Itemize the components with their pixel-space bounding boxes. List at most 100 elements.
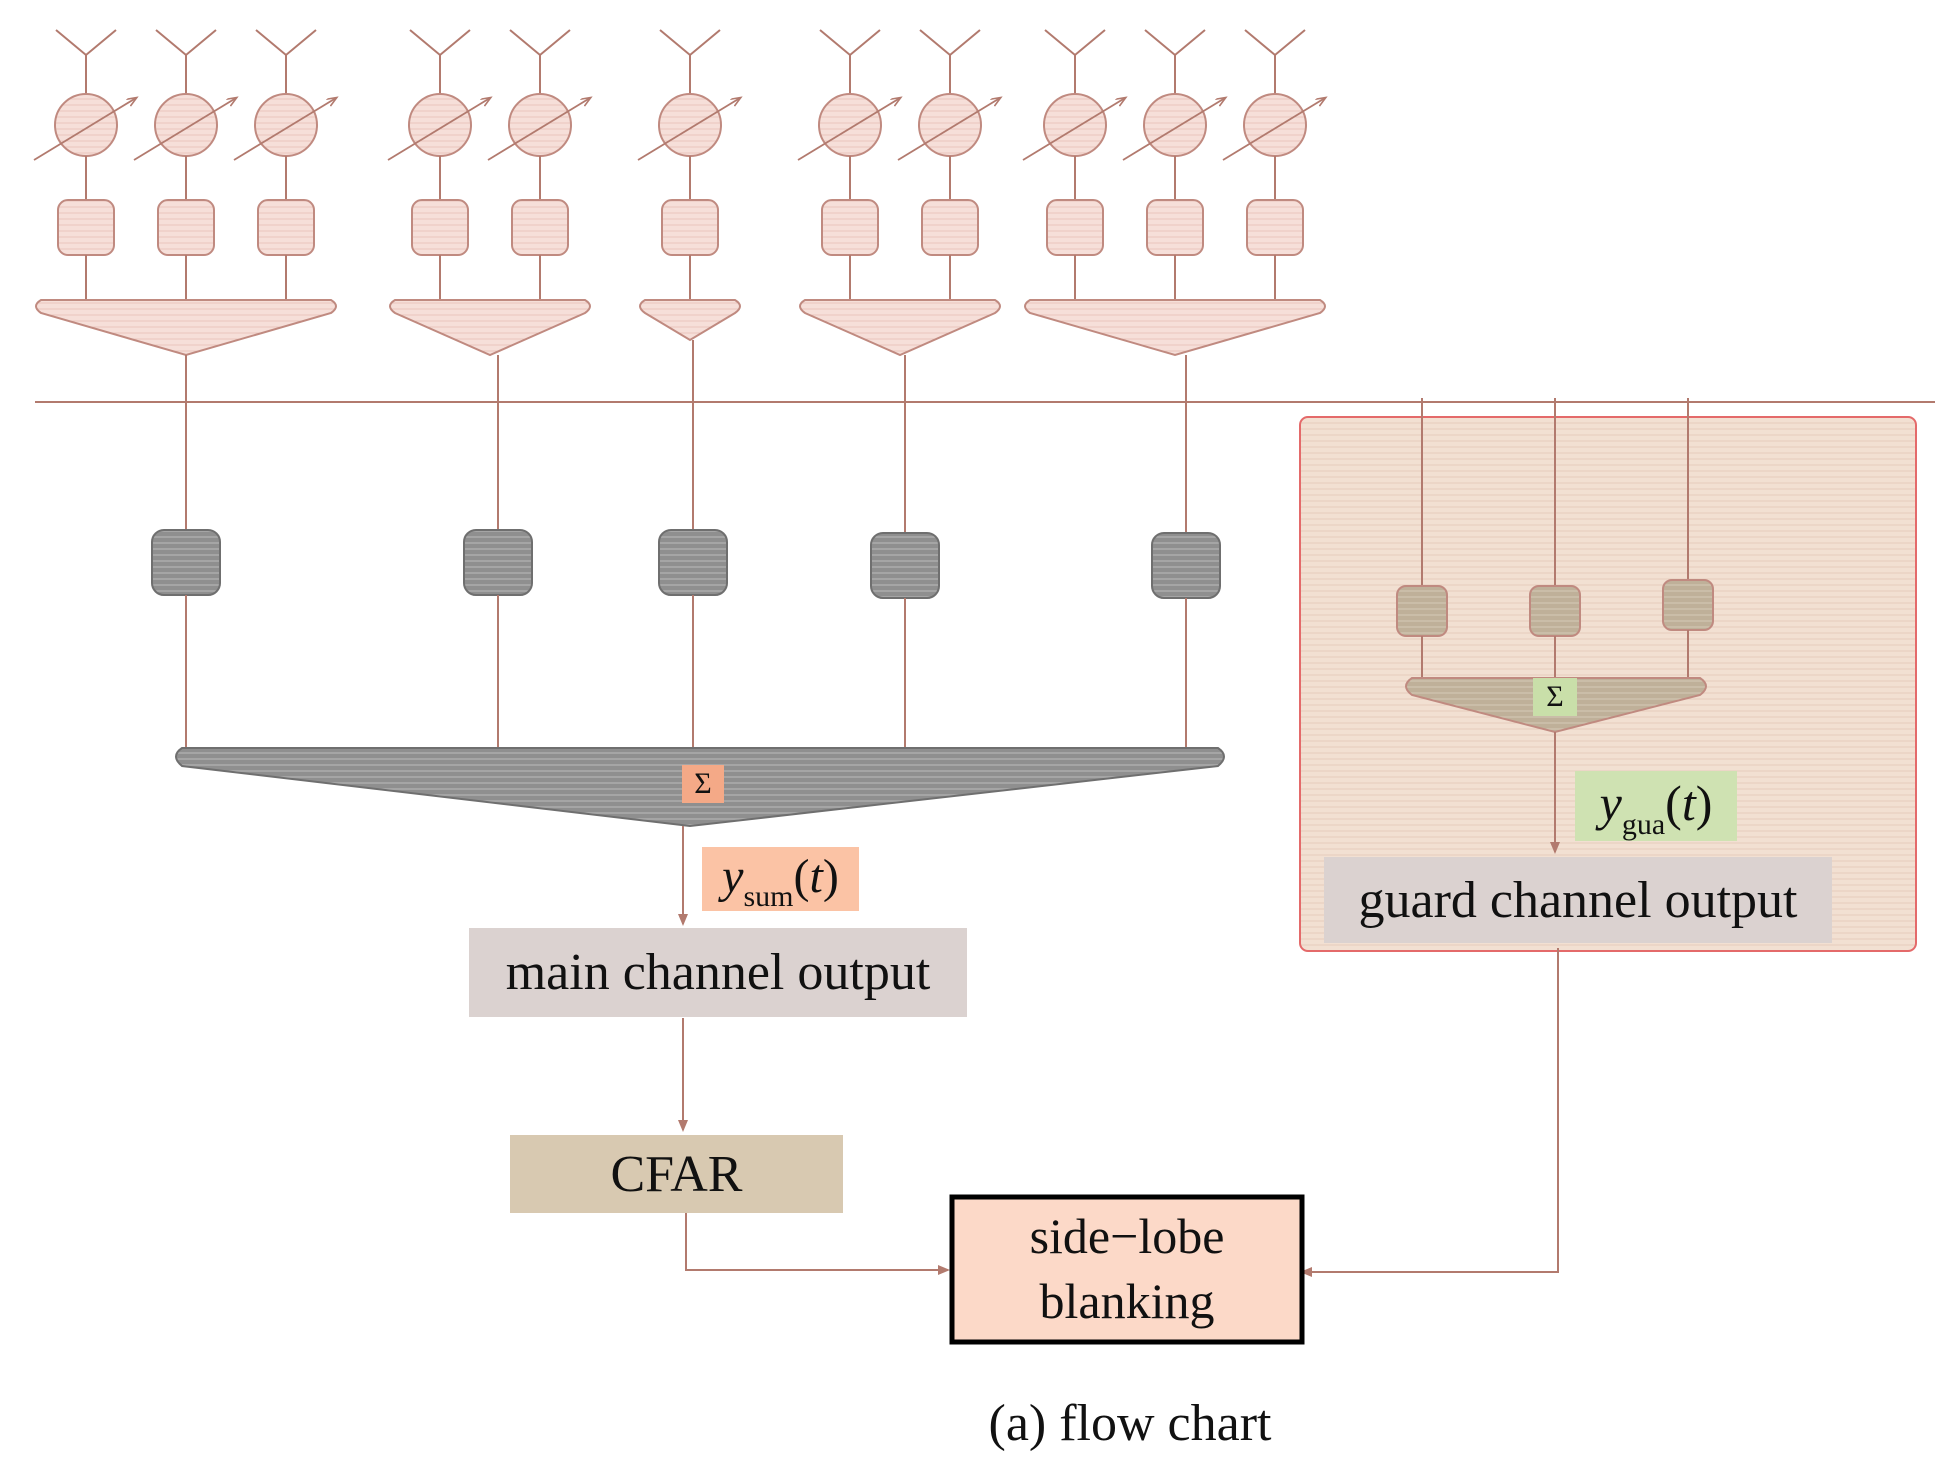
subarray-combiner [639, 299, 741, 342]
phase-shift-arrow [1022, 98, 1125, 161]
amplifier-box [921, 199, 979, 256]
amplifier-box [257, 199, 315, 256]
signal-subscript: sum [743, 880, 794, 913]
antenna-icon [1044, 29, 1106, 57]
antenna-icon [255, 29, 317, 57]
antenna-element [487, 29, 590, 300]
antenna-icon [155, 29, 217, 57]
guard-output-bg [1324, 857, 1832, 943]
cfar-box [510, 1135, 843, 1213]
guard-sigma-bg [1533, 678, 1577, 716]
phase-shift-arrow [1222, 98, 1325, 161]
antenna-element [233, 29, 336, 300]
phase-shifter-icon [818, 93, 882, 157]
guard-weight-box [1396, 585, 1448, 637]
subarray-weight-box [658, 529, 728, 596]
phase-shifter-icon [1143, 93, 1207, 157]
main-channel-output-label: main channel output [505, 944, 931, 1001]
antenna-icon [819, 29, 881, 57]
phase-shift-arrow [797, 98, 900, 161]
guard-sum-symbol: Σ [1546, 680, 1564, 713]
paren-open: ( [793, 850, 810, 903]
antenna-element [637, 29, 740, 300]
phase-shift-arrow [487, 98, 590, 161]
subarray-combiner [1024, 299, 1326, 357]
signal-argument: t [1681, 775, 1696, 831]
main-channel-feeds [151, 340, 1221, 750]
cfar-label: CFAR [610, 1145, 743, 1203]
phase-shifter-icon [408, 93, 472, 157]
phase-shifter-icon [1243, 93, 1307, 157]
main-sum-symbol: Σ [694, 767, 712, 800]
phase-shifter-icon [154, 93, 218, 157]
guard-channel-output-label: guard channel output [1358, 871, 1798, 929]
phase-shifter-icon [54, 93, 118, 157]
subarray-weight-box [870, 532, 940, 599]
antenna-icon [659, 29, 721, 57]
subarray-combiner [35, 299, 337, 357]
figure-caption: (a) flow chart [988, 1394, 1272, 1452]
phase-shift-arrow [1122, 98, 1225, 161]
phase-shifter-icon [918, 93, 982, 157]
main-signal-bg [702, 847, 859, 911]
amplifier-box [511, 199, 569, 256]
antenna-element [1222, 29, 1325, 300]
antenna-icon [55, 29, 117, 57]
signal-variable: y [1599, 775, 1622, 831]
cfar-to-sidelobe-arrow [685, 1213, 950, 1275]
phase-shifter-icon [1043, 93, 1107, 157]
signal-subscript: gua [1621, 808, 1666, 841]
signal-argument: t [809, 850, 823, 903]
amplifier-box [157, 199, 215, 256]
sidelobe-label-line2: blanking [1039, 1273, 1215, 1329]
guard-channel-feeds [1396, 398, 1714, 680]
phase-shift-arrow [387, 98, 490, 161]
antenna-icon [919, 29, 981, 57]
amplifier-box [661, 199, 719, 256]
subarray-weight-box [463, 529, 533, 596]
antenna-element-array [33, 29, 1325, 300]
antenna-element [797, 29, 900, 300]
signal-variable: y [722, 850, 744, 903]
phase-shift-arrow [233, 98, 336, 161]
amplifier-box [1146, 199, 1204, 256]
phase-shifter-icon [658, 93, 722, 157]
antenna-element [897, 29, 1000, 300]
amplifier-box [57, 199, 115, 256]
paren-close: ) [822, 850, 839, 903]
subarray-combiners [35, 299, 1326, 357]
antenna-element [1122, 29, 1225, 300]
phase-shift-arrow [897, 98, 1000, 161]
subarray-combiner [389, 299, 591, 357]
sidelobe-blanking-box [949, 1194, 1305, 1345]
antenna-element [387, 29, 490, 300]
antenna-element [133, 29, 236, 300]
sidelobe-label-line1: side−lobe [1029, 1208, 1225, 1264]
subarray-combiner [799, 299, 1001, 357]
phase-shifter-icon [254, 93, 318, 157]
guard-weight-box [1662, 579, 1714, 631]
phase-shift-arrow [33, 98, 136, 161]
paren-close: ) [1695, 775, 1713, 831]
guard-weight-box [1529, 585, 1581, 637]
amplifier-box [1046, 199, 1104, 256]
paren-open: ( [1665, 775, 1682, 831]
amplifier-box [1246, 199, 1304, 256]
antenna-icon [409, 29, 471, 57]
phase-shift-arrow [637, 98, 740, 161]
main-output-bg [469, 928, 967, 1017]
guard-to-sidelobe-arrow [1300, 948, 1559, 1277]
amplifier-box [411, 199, 469, 256]
amplifier-box [821, 199, 879, 256]
phase-shifter-icon [508, 93, 572, 157]
main-sigma-bg [682, 765, 724, 803]
antenna-icon [1144, 29, 1206, 57]
antenna-element [1022, 29, 1125, 300]
subarray-weight-box [151, 529, 221, 596]
antenna-icon [1244, 29, 1306, 57]
subarray-weight-box [1151, 532, 1221, 599]
antenna-element [33, 29, 136, 300]
